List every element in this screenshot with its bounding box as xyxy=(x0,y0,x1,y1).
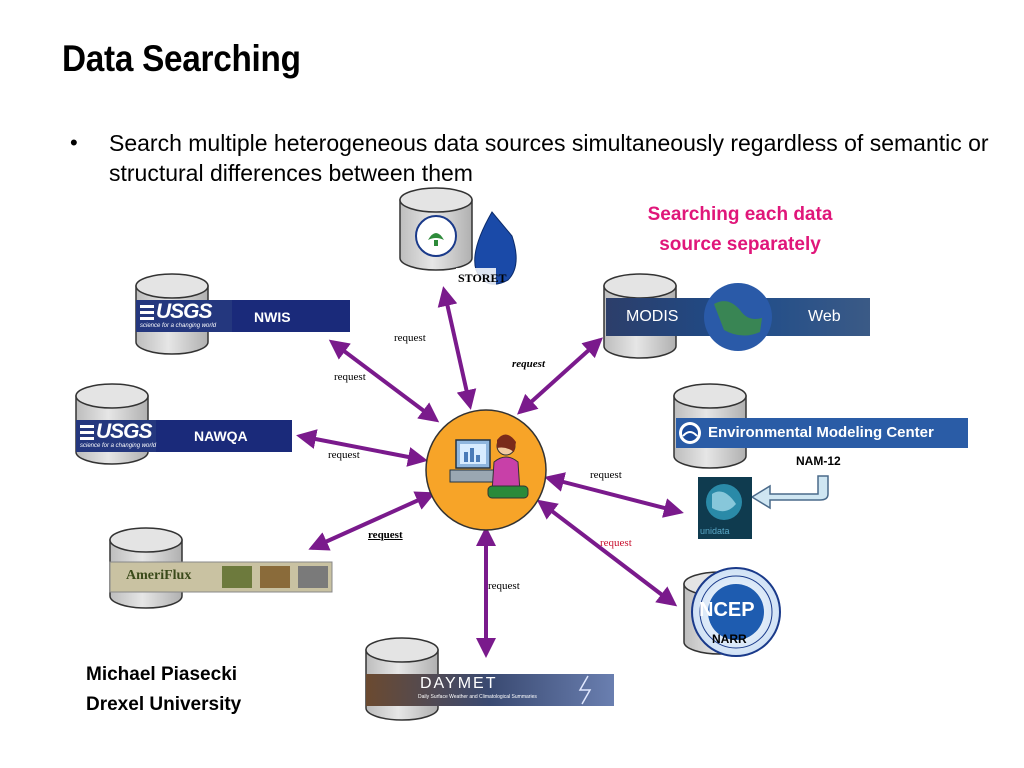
request-label-ncep: request xyxy=(600,537,632,549)
request-label-nwis: request xyxy=(334,371,366,383)
nwis-logo xyxy=(136,300,350,332)
arrow-ameriflux xyxy=(308,491,436,551)
arrow-nawqa xyxy=(296,429,428,467)
ncep-label: NARR xyxy=(712,632,747,646)
emc-logo xyxy=(676,418,968,448)
request-label-modis: request xyxy=(512,358,545,370)
author-name: Michael Piasecki xyxy=(86,664,238,685)
arrow-nwis xyxy=(328,339,440,423)
unidata-logo xyxy=(698,477,752,539)
bullet-text: Search multiple heterogeneous data sourc… xyxy=(109,130,989,186)
nwis-tagline: science for a changing world xyxy=(140,323,217,329)
user-hub xyxy=(425,409,547,531)
request-label-ameriflux: request xyxy=(368,529,403,541)
modis-right-text: Web xyxy=(808,308,841,325)
unidata-wordmark: unidata xyxy=(700,526,730,536)
nwis-usgs-wordmark: USGS xyxy=(156,300,213,323)
nawqa-label: NAWQA xyxy=(194,428,248,444)
storet-wordmark: STORET xyxy=(458,271,507,285)
nwis-label: NWIS xyxy=(254,309,291,325)
arrow-storet xyxy=(437,286,477,410)
modis-left-text: MODIS xyxy=(626,308,679,325)
ncep-logo xyxy=(691,567,781,657)
page-title: Data Searching xyxy=(62,38,301,79)
daymet-logo xyxy=(366,674,614,706)
arrow-group xyxy=(296,286,684,658)
side-note: Searching each data source separately xyxy=(620,200,860,260)
modis-logo xyxy=(606,283,870,351)
nawqa-logo xyxy=(76,420,292,452)
arrow-modis xyxy=(517,337,603,415)
daymet-tagline: Daily Surface Weather and Climatological… xyxy=(418,694,537,700)
ncep-wordmark: NCEP xyxy=(699,599,755,621)
emc-label: NAM-12 xyxy=(796,454,841,468)
storet-logo xyxy=(415,211,517,286)
ameriflux-wordmark: AmeriFlux xyxy=(126,568,192,583)
author-block: Michael Piasecki Drexel University xyxy=(86,660,241,720)
callout-arrow xyxy=(750,475,829,510)
ameriflux-logo xyxy=(109,561,333,593)
side-note-line-2: source separately xyxy=(659,234,821,255)
bullet-marker: • xyxy=(70,130,78,155)
nawqa-usgs-wordmark: USGS xyxy=(96,420,153,443)
arrow-emc xyxy=(544,472,684,518)
request-label-emc: request xyxy=(590,469,622,481)
daymet-wordmark: DAYMET xyxy=(420,675,498,692)
nawqa-tagline: science for a changing world xyxy=(80,443,157,449)
arrow-ncep xyxy=(536,499,678,607)
request-label-nawqa: request xyxy=(328,449,360,461)
request-label-storet: request xyxy=(394,332,426,344)
side-note-line-1: Searching each data xyxy=(647,204,833,225)
author-affiliation: Drexel University xyxy=(86,694,242,715)
request-label-daymet: request xyxy=(488,580,520,592)
emc-wordmark: Environmental Modeling Center xyxy=(708,424,934,441)
